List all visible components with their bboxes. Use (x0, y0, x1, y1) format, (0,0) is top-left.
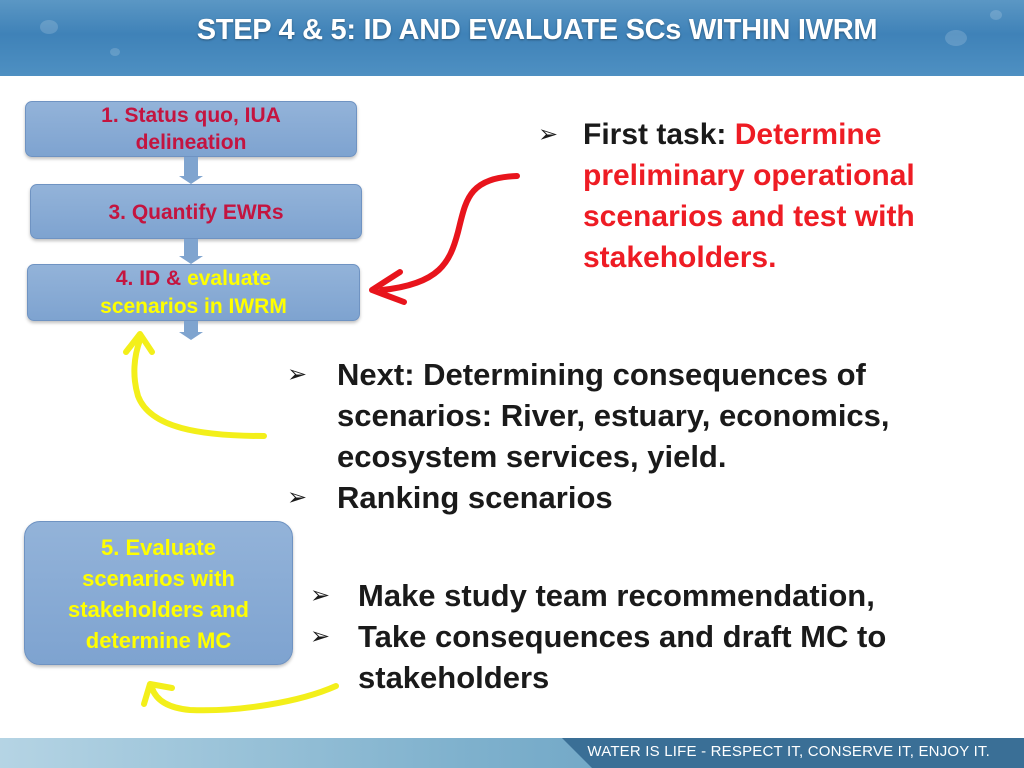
next-line3: ecosystem services, yield. (337, 439, 727, 474)
yellow-curved-arrow-upper (123, 331, 267, 439)
flow-box-id-evaluate-prefix: 4. ID & (115, 267, 188, 290)
recommend-line1: Make study team recommendation, (358, 578, 875, 613)
flow-box-quantify-ewrs: 3. Quantify EWRs (30, 184, 362, 239)
connector-arrowhead (179, 256, 203, 264)
red-curved-arrow (369, 173, 520, 305)
flow-box-evaluate-stakeholders: 5. Evaluate scenarios with stakeholders … (24, 521, 293, 665)
first-task-label: First task: (583, 118, 735, 151)
first-task-line1: Determine (734, 118, 882, 151)
recommend-line3: stakeholders (358, 660, 550, 695)
flow-box-id-evaluate: 4. ID & evaluate scenarios in IWRM (27, 264, 360, 321)
footer-slogan: WATER IS LIFE - RESPECT IT, CONSERVE IT,… (587, 743, 990, 760)
yellow-curved-arrow-lower (141, 681, 339, 714)
flow-box-evaluate-line1: 5. Evaluate (101, 535, 216, 560)
flow-box-quantify-ewrs-label: 3. Quantify EWRs (108, 201, 284, 224)
water-drop-decoration (945, 30, 967, 46)
connector-stem (184, 157, 198, 178)
header-banner: STEP 4 & 5: ID AND EVALUATE SCs WITHIN I… (0, 0, 1024, 76)
next-block: ➢ Next: Determining consequences of scen… (287, 354, 890, 518)
recommend-block: ➢ Make study team recommendation, ➢ Take… (310, 575, 886, 698)
flow-box-id-evaluate-line2: scenarios in IWRM (100, 295, 287, 318)
recommend-line2: Take consequences and draft MC to (358, 619, 887, 654)
first-task-line3: scenarios and test with (583, 200, 915, 233)
connector-stem (184, 239, 198, 258)
page-title: STEP 4 & 5: ID AND EVALUATE SCs WITHIN I… (196, 14, 878, 46)
first-task-block: ➢ First task: Determine preliminary oper… (538, 114, 915, 278)
flow-box-status-quo-line1: 1. Status quo, IUA (101, 104, 281, 127)
flow-box-evaluate-line2: scenarios with (82, 566, 235, 591)
flow-box-status-quo: 1. Status quo, IUA delineation (25, 101, 357, 157)
flow-box-evaluate-line3: stakeholders and (68, 597, 249, 622)
first-task-line2: preliminary operational (583, 159, 915, 192)
bullet-arrow-icon: ➢ (538, 121, 559, 148)
connector-arrowhead (179, 176, 203, 184)
connector-arrowhead (179, 332, 203, 340)
footer-dark-band (562, 738, 1024, 768)
flow-box-status-quo-line2: delineation (135, 131, 247, 154)
bullet-arrow-icon: ➢ (310, 623, 331, 650)
water-drop-decoration (110, 48, 120, 56)
ranking-scenarios: Ranking scenarios (337, 480, 613, 515)
flow-box-id-evaluate-highlight: evaluate (187, 267, 272, 290)
water-drop-decoration (990, 10, 1002, 20)
next-line2: scenarios: River, estuary, economics, (337, 398, 890, 433)
connector-stem (184, 321, 198, 333)
flow-box-evaluate-line4: determine MC (85, 628, 232, 653)
first-task-line4: stakeholders. (583, 241, 777, 274)
water-drop-decoration (40, 20, 58, 34)
next-line1: Next: Determining consequences of (337, 357, 866, 392)
bullet-arrow-icon: ➢ (310, 582, 331, 609)
bullet-arrow-icon: ➢ (287, 484, 308, 511)
bullet-arrow-icon: ➢ (287, 361, 308, 388)
